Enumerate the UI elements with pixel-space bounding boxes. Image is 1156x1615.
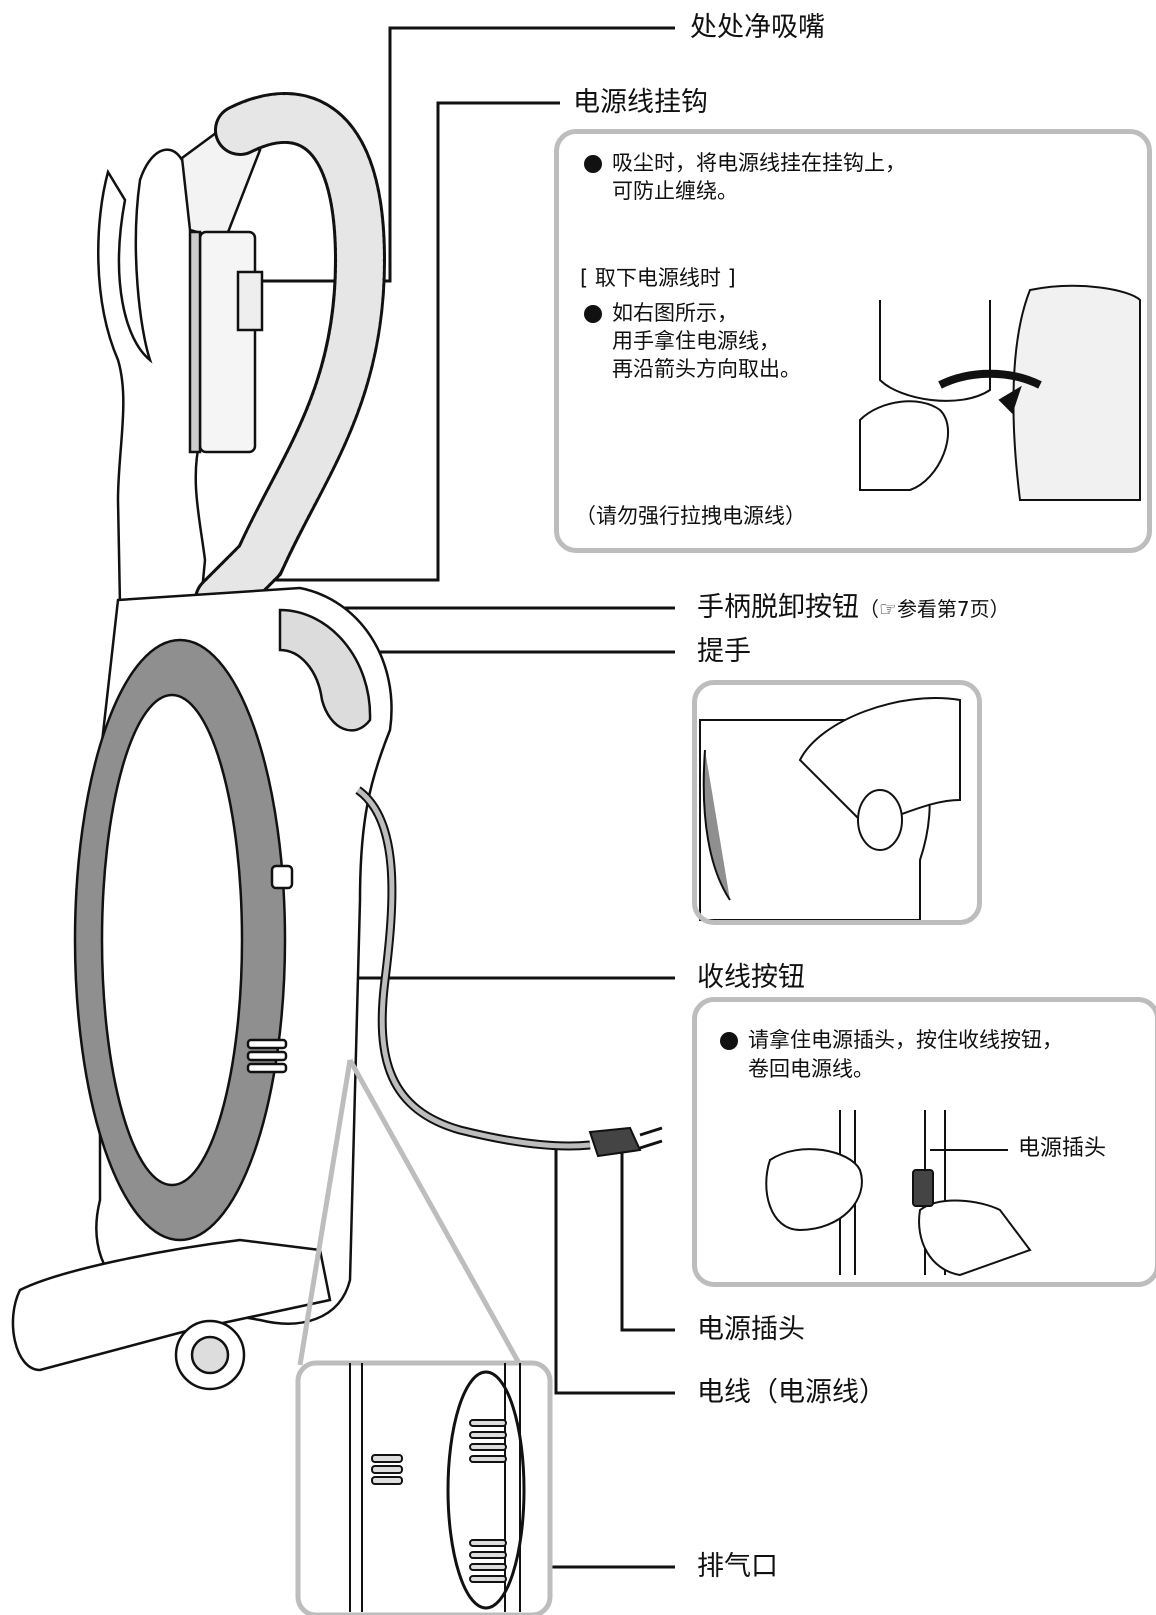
plug-prongs [639,1126,663,1150]
rewind-plug-leader [930,1149,1008,1151]
floor-nozzle [11,1238,332,1391]
cord-hook-inset-art [859,284,1141,501]
carry-handle-inset-art [699,697,961,921]
exhaust-highlight [446,1370,526,1610]
label-cord-hook: 电源线挂钩 [573,87,708,118]
label-nozzle: 处处净吸嘴 [690,12,825,43]
leader-cord-hook [200,101,560,582]
ref-pointer-icon: ☞ [879,597,897,621]
main-body [73,586,393,1325]
rewind-note-line1: 请拿住电源插头，按住收线按钮， [748,1028,1063,1052]
bullet-icon [584,155,602,173]
remove-step-1: 如右图所示， [612,301,738,325]
remove-step-3: 再沿箭头方向取出。 [612,357,801,381]
ref-page-text: 参看第7页） [896,597,1010,621]
plug-body [588,1126,642,1158]
leader-cord [554,1148,675,1395]
power-cord [355,786,663,1158]
rewind-plug-label: 电源插头 [1018,1136,1107,1161]
pull-warning: （请勿强行拉拽电源线） [575,504,806,528]
label-carry-handle: 提手 [697,636,751,667]
exhaust-inset-art [349,1363,526,1612]
label-rewind-button: 收线按钮 [697,962,805,993]
label-plug: 电源插头 [697,1314,805,1345]
cord-hook-note-line1: 吸尘时，将电源线挂在挂钩上， [612,151,906,175]
remove-step-2: 用手拿住电源线， [612,329,780,353]
label-exhaust: 排气口 [697,1551,778,1582]
leader-plug [620,1140,675,1332]
hose [194,92,387,626]
exhaust-pointer [297,1058,523,1367]
label-cord: 电线（电源线） [697,1377,886,1408]
remove-cord-heading: [ 取下电源线时 ] [580,266,736,290]
cord-hook-note-box [554,129,1152,553]
bullet-icon [720,1032,738,1050]
leader-nozzle [243,26,675,283]
label-handle-release: 手柄脱卸按钮（☞参看第7页） [697,592,1010,625]
rewind-inset-art [765,1110,1032,1277]
upper-handle [97,128,264,614]
bullet-icon [584,305,602,323]
carry-handle-inset-box [692,680,982,925]
label-handle-release-text: 手柄脱卸按钮 [697,592,859,623]
rewind-note-line2: 卷回电源线。 [748,1057,874,1081]
cord-hook-note-line2: 可防止缠绕。 [612,179,738,203]
ref-open: （ [859,597,879,621]
